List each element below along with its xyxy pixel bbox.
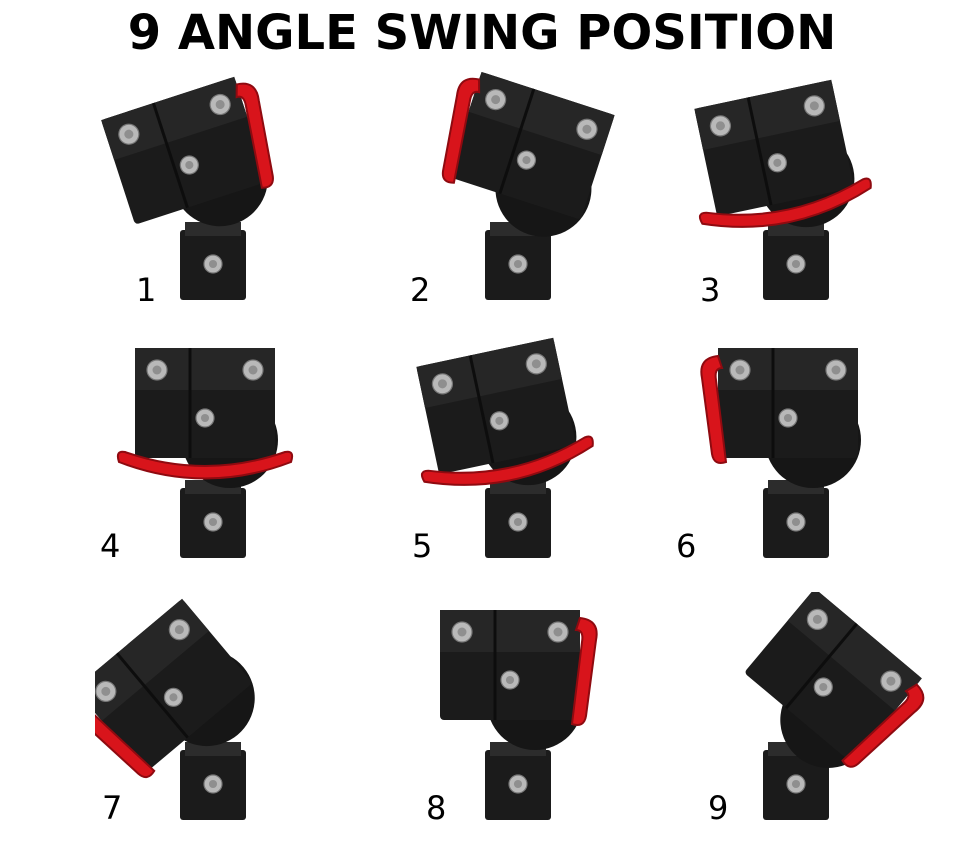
light-head <box>416 337 594 486</box>
light-head <box>700 348 861 488</box>
mount-illustration <box>700 348 861 558</box>
red-handle <box>95 693 156 779</box>
light-head <box>440 610 598 750</box>
red-handle <box>420 435 594 486</box>
swing-position-3 <box>678 72 964 322</box>
light-head <box>116 348 294 488</box>
swing-position-6 <box>678 330 964 580</box>
swing-position-4 <box>95 330 395 580</box>
red-handle <box>841 683 925 768</box>
base-clamp <box>180 742 246 820</box>
red-handle <box>441 77 481 184</box>
light-housing <box>95 600 252 772</box>
base-clamp <box>763 222 829 300</box>
mount-plate <box>416 337 563 408</box>
light-head <box>95 598 255 779</box>
position-number: 5 <box>412 527 433 565</box>
swing-position-8 <box>400 592 700 842</box>
mount-illustration <box>440 610 598 820</box>
position-number: 9 <box>708 789 729 827</box>
red-handle <box>700 354 728 464</box>
mount-illustration <box>116 348 294 558</box>
swing-position-2 <box>400 72 700 322</box>
base-clamp <box>485 742 551 820</box>
position-number: 8 <box>426 789 447 827</box>
position-number: 1 <box>136 271 157 309</box>
mount-illustration <box>416 337 594 558</box>
light-head <box>441 72 615 237</box>
position-number: 3 <box>700 271 721 309</box>
position-number: 4 <box>100 527 121 565</box>
red-handle <box>116 450 294 480</box>
light-head <box>745 592 925 768</box>
base-clamp <box>763 480 829 558</box>
position-number: 2 <box>410 271 431 309</box>
mount-illustration <box>745 592 925 820</box>
light-head <box>101 76 274 227</box>
mount-illustration <box>694 79 872 300</box>
swing-position-5 <box>400 330 700 580</box>
mount-plate <box>694 79 841 150</box>
position-number: 6 <box>676 527 697 565</box>
swing-position-1 <box>95 72 395 322</box>
red-handle <box>235 82 274 189</box>
mount-illustration <box>101 76 274 300</box>
swing-position-9 <box>678 592 964 842</box>
red-handle <box>570 616 598 726</box>
base-clamp <box>180 222 246 300</box>
light-housing <box>745 592 921 762</box>
mount-illustration <box>441 72 615 300</box>
base-clamp <box>485 480 551 558</box>
mount-illustration <box>95 598 255 820</box>
position-number: 7 <box>102 789 123 827</box>
base-clamp <box>180 480 246 558</box>
red-handle <box>698 177 872 228</box>
swing-position-7 <box>95 592 395 842</box>
page-title: 9 ANGLE SWING POSITION <box>127 5 837 61</box>
light-head <box>694 79 872 228</box>
